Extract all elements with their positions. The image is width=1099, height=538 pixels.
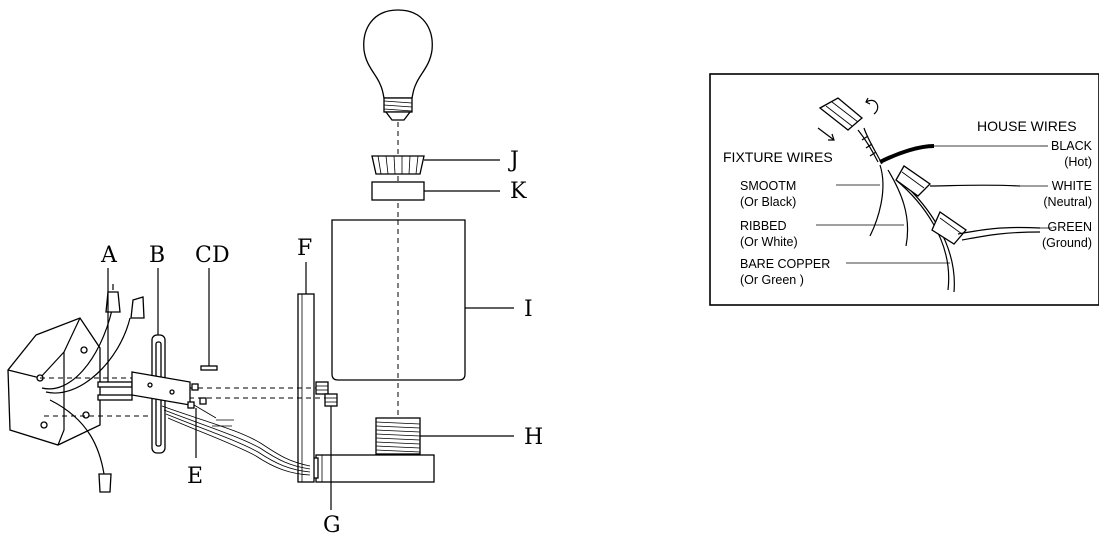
label-f: F [297, 236, 312, 261]
part-k-washer [371, 181, 500, 201]
neutral-label: (Neutral) [1043, 195, 1092, 209]
label-e: E [187, 464, 203, 489]
fixture-arm [309, 454, 435, 483]
house-wires-title: HOUSE WIRES [977, 118, 1077, 134]
fixture-wire-bundle [161, 405, 311, 476]
part-j-ring [371, 155, 500, 175]
part-g-cap-nuts [315, 381, 338, 510]
white-label: WHITE [1052, 179, 1092, 193]
bare-copper-label: BARE COPPER [740, 257, 830, 271]
label-b: B [149, 243, 165, 268]
label-d: D [212, 243, 230, 268]
part-a-screws [97, 268, 133, 401]
part-f-backplate [297, 262, 315, 483]
or-black-label: (Or Black) [740, 195, 796, 209]
part-h-threaded-nipple [375, 417, 514, 455]
part-b-crossbar [131, 268, 191, 454]
ribbed-label: RIBBED [740, 219, 787, 233]
part-e-ground-screw [187, 401, 217, 458]
wiring-inset: HOUSE WIRES FIXTURE WIRES BLACK (Hot) WH… [709, 73, 1099, 306]
part-i-shade [331, 219, 514, 381]
or-green-label: (Or Green ) [740, 273, 804, 287]
light-bulb [363, 9, 433, 121]
label-j: J [508, 148, 519, 173]
fixture-wires-title: FIXTURE WIRES [723, 149, 833, 165]
black-label: BLACK [1051, 139, 1093, 153]
label-k: K [510, 179, 527, 204]
ground-label: (Ground) [1042, 236, 1092, 250]
or-white-label: (Or White) [740, 235, 798, 249]
part-c-d-screws [191, 268, 218, 405]
label-g: G [323, 513, 341, 538]
smooth-label: SMOOTM [740, 179, 796, 193]
wiring-inset-frame [709, 73, 1099, 306]
green-label: GREEN [1048, 220, 1092, 234]
wire-nut-twisting-icon [817, 97, 879, 141]
label-c: C [195, 243, 212, 268]
label-h: H [524, 425, 543, 450]
house-wires [41, 284, 145, 493]
junction-box [7, 317, 150, 446]
label-i: I [524, 297, 533, 322]
label-a: A [100, 243, 118, 268]
hot-label: (Hot) [1064, 155, 1092, 169]
